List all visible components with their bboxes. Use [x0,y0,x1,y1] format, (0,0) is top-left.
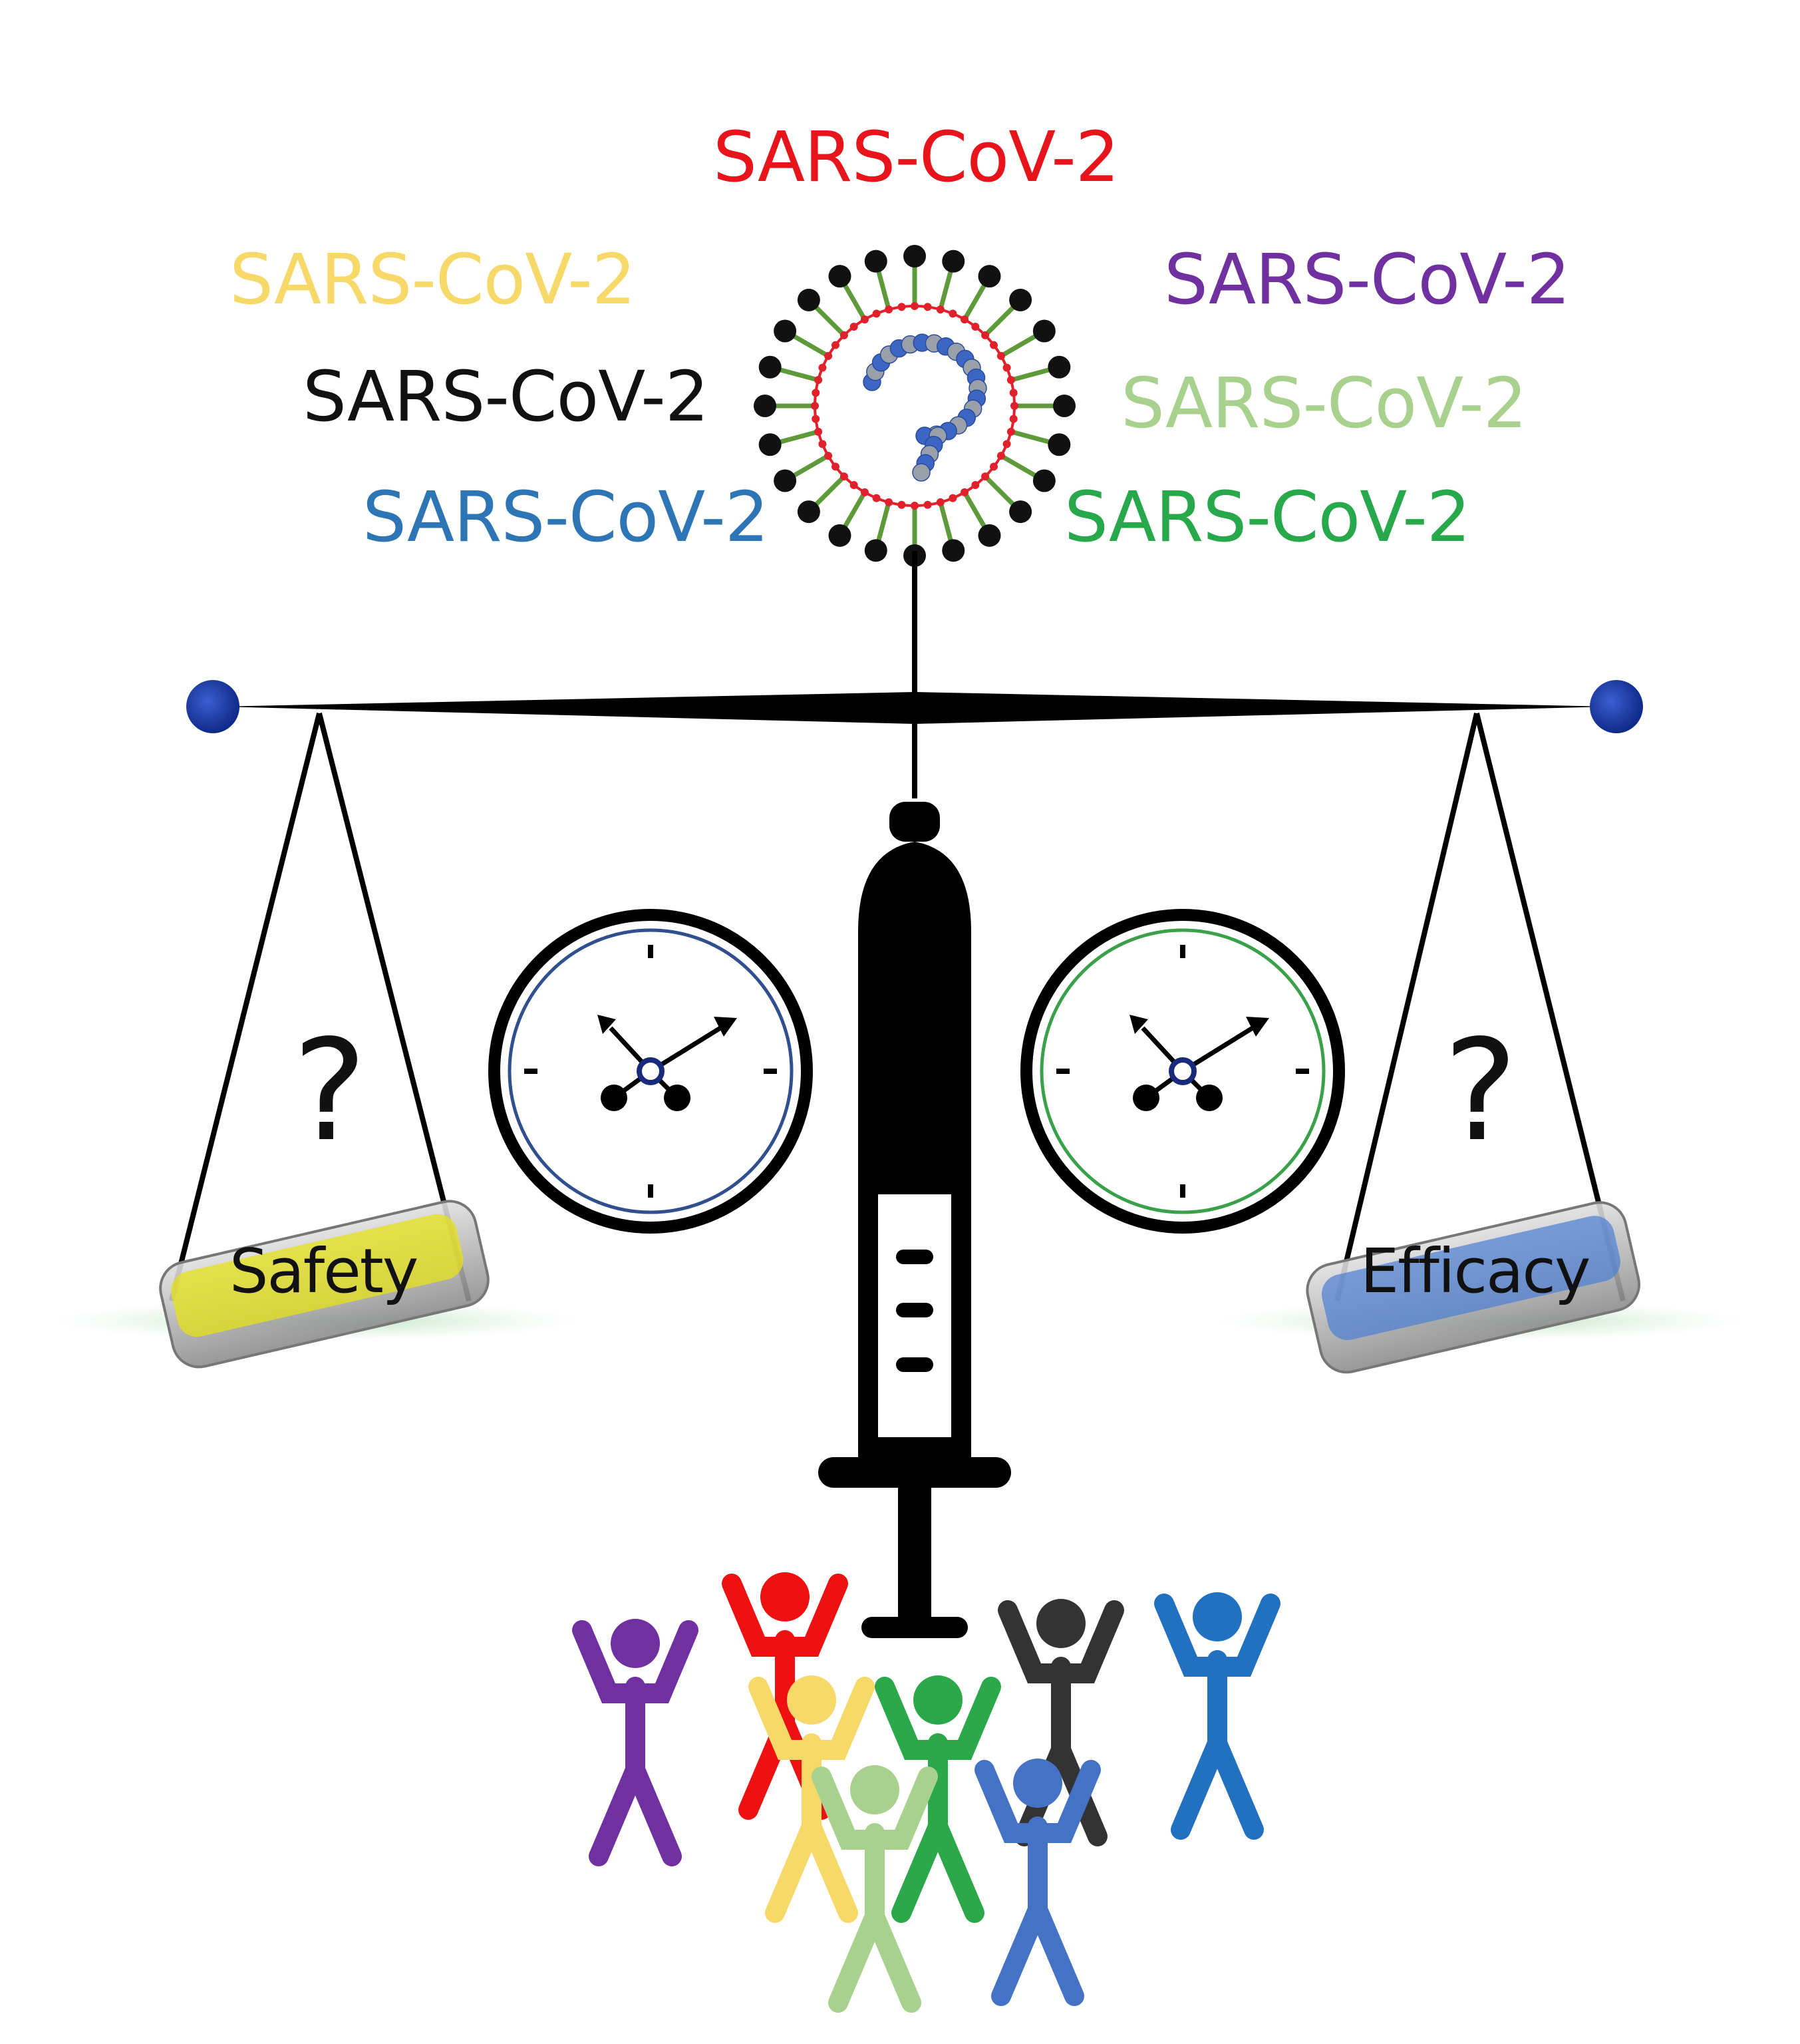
virus-label-blue: SARS-CoV-2 [363,476,769,558]
safety-label: Safety [229,1236,418,1307]
virus-label-purple: SARS-CoV-2 [1164,239,1571,320]
virus-label-yellow: SARS-CoV-2 [229,239,636,320]
clock-icon-right [1020,909,1345,1234]
clock-icon-left [488,909,813,1234]
safety-question-mark: ? [293,1009,367,1172]
efficacy-label: Efficacy [1360,1236,1590,1307]
safety-pan [50,1200,582,1369]
balance-scale-icon [169,680,1643,1301]
virus-label-black: SARS-CoV-2 [303,356,709,437]
people-icon [572,1572,1280,2013]
virus-label-lightgreen: SARS-CoV-2 [1121,363,1527,444]
beam-end-ball-left [186,680,239,733]
virus-label-red: SARS-CoV-2 [713,116,1120,198]
beam-end-ball-right [1590,680,1643,733]
efficacy-question-mark: ? [1443,1009,1517,1172]
virus-icon [754,245,1076,567]
efficacy-pan [1214,1201,1746,1374]
virus-label-green: SARS-CoV-2 [1064,476,1471,558]
syringe-icon [818,802,1011,1638]
